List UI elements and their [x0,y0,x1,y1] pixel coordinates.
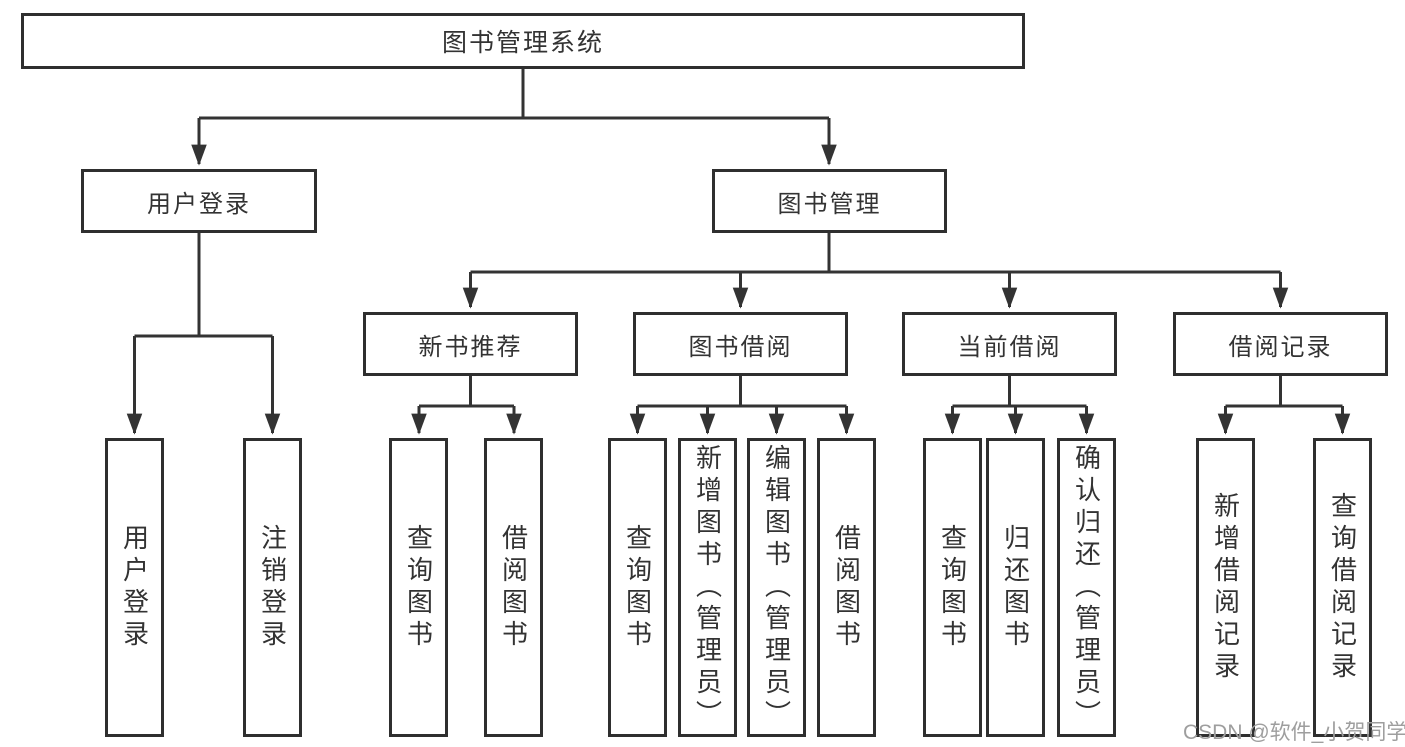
node-new-book-recommend: 新书推荐 [363,312,578,376]
node-root-system: 图书管理系统 [21,13,1025,69]
leaf-rec-borrow-book: 借阅图书 [484,438,543,737]
leaf-cb-return-book: 归还图书 [986,438,1045,737]
node-borrow-record: 借阅记录 [1173,312,1388,376]
node-user-login: 用户登录 [81,169,317,233]
leaf-user-login: 用户登录 [105,438,164,737]
leaf-br-query-record: 查询借阅记录 [1313,438,1372,737]
csdn-watermark: CSDN @软件_小贺同学 [1183,721,1405,744]
node-book-borrow: 图书借阅 [633,312,848,376]
leaf-logout: 注销登录 [243,438,302,737]
leaf-cb-query-book: 查询图书 [923,438,982,737]
leaf-bb-add-book: 新增图书（管理员） [678,438,737,737]
leaf-cb-confirm-return: 确认归还（管理员） [1057,438,1116,737]
node-current-borrow: 当前借阅 [902,312,1117,376]
node-book-management: 图书管理 [712,169,947,233]
leaf-bb-query-book: 查询图书 [608,438,667,737]
leaf-bb-edit-book: 编辑图书（管理员） [747,438,806,737]
leaf-bb-borrow-book: 借阅图书 [817,438,876,737]
leaf-rec-query-book: 查询图书 [389,438,448,737]
leaf-br-add-record: 新增借阅记录 [1196,438,1255,737]
